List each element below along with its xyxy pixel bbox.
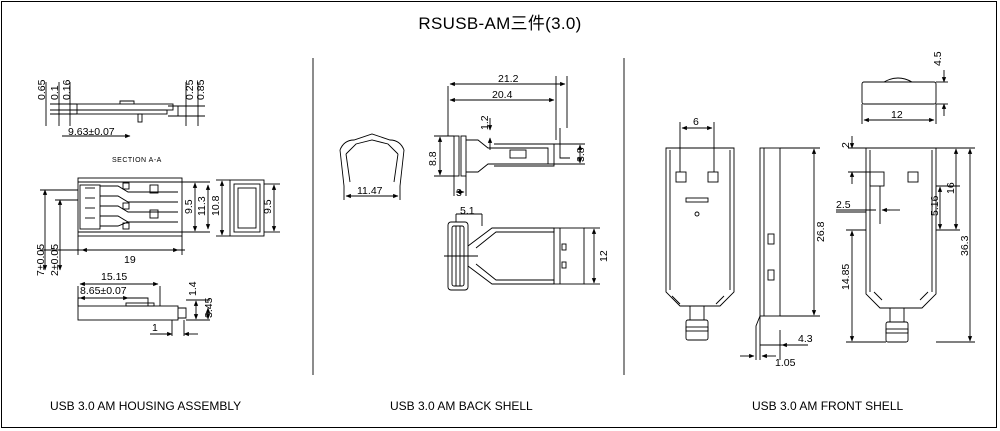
dim-11-47: 11.47 <box>357 185 383 197</box>
dim-10-8: 10.8 <box>210 195 222 216</box>
dim-9-5-end: 9.5 <box>262 199 274 214</box>
dim-2-front: 2 <box>840 142 852 148</box>
housing-side-view <box>77 281 211 337</box>
dim-26-8: 26.8 <box>815 221 827 242</box>
back-shell-side-view <box>434 76 585 196</box>
dim-4-5: 4.5 <box>932 51 944 66</box>
dim-16: 16 <box>945 182 957 194</box>
front-shell-side-view <box>740 147 820 360</box>
drawing-title: RSUSB-AM三件(3.0) <box>418 14 582 33</box>
housing-end-view <box>216 179 280 237</box>
dim-1-4: 1.4 <box>187 281 199 296</box>
dim-19: 19 <box>124 254 136 266</box>
front-shell-top-view <box>665 122 735 341</box>
dim-12-back: 12 <box>598 250 610 262</box>
dim-3-8: 3.8 <box>575 147 587 162</box>
caption-back-shell: USB 3.0 AM BACK SHELL <box>390 399 533 413</box>
dim-1-05: 1.05 <box>775 357 796 369</box>
dim-3: 3 <box>456 187 462 199</box>
dim-5-1: 5.1 <box>460 205 475 217</box>
dim-9-63: 9.63±0.07 <box>68 126 115 138</box>
dim-8-65: 8.65±0.07 <box>80 285 127 297</box>
front-shell-end-view <box>861 70 948 124</box>
housing-section-view <box>45 82 205 139</box>
caption-housing-assembly: USB 3.0 AM HOUSING ASSEMBLY <box>50 399 242 413</box>
dim-1-2: 1.2 <box>479 115 491 130</box>
dim-0-1: 0.1 <box>49 85 61 100</box>
dim-9-5-top: 9.5 <box>183 199 195 214</box>
dim-15-15: 15.15 <box>101 271 127 283</box>
housing-top-view <box>40 177 211 271</box>
dim-6: 6 <box>693 116 699 128</box>
dim-21-2: 21.2 <box>498 73 519 85</box>
dim-5-16: 5.16 <box>929 195 941 216</box>
dim-12-front: 12 <box>891 109 903 121</box>
dim-20-4: 20.4 <box>492 89 513 101</box>
back-shell-top-view <box>444 213 600 291</box>
dim-14-85: 14.85 <box>840 264 852 290</box>
dim-36-3: 36.3 <box>959 235 971 256</box>
dim-2-5: 2.5 <box>836 199 851 211</box>
dim-0-65: 0.65 <box>36 79 48 100</box>
caption-front-shell: USB 3.0 AM FRONT SHELL <box>752 399 904 413</box>
front-shell-bottom-view <box>836 136 975 343</box>
dim-1: 1 <box>152 322 158 334</box>
dim-8-8: 8.8 <box>427 151 439 166</box>
dim-3-45: 3.45 <box>203 297 215 318</box>
back-shell-clip-view <box>339 133 405 200</box>
section-label: SECTION A-A <box>112 157 162 164</box>
dim-0-16: 0.16 <box>61 79 73 100</box>
dim-11-3: 11.3 <box>196 196 208 216</box>
dim-7: 7±0.05 <box>35 244 47 276</box>
dim-0-25: 0.25 <box>184 79 196 100</box>
dim-0-85: 0.85 <box>195 79 207 100</box>
dim-2: 2±0.05 <box>49 244 61 276</box>
dim-4-3: 4.3 <box>798 333 813 345</box>
